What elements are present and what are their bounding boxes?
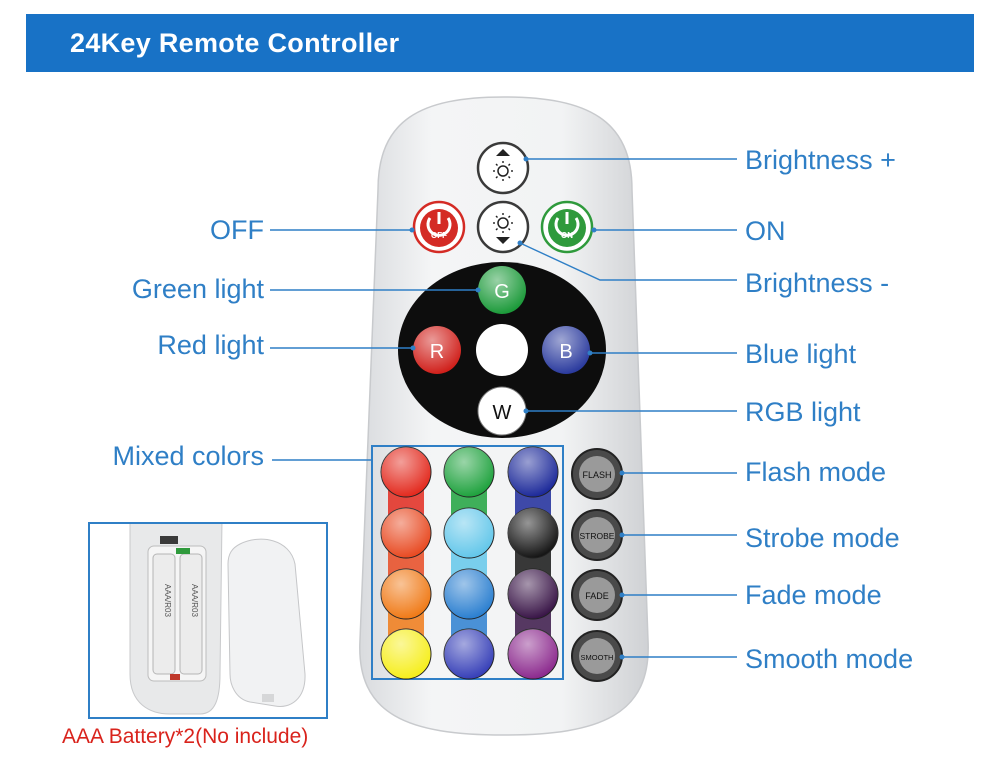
cell-label-2: AAA/R03 — [190, 584, 199, 617]
label-rgb-light: RGB light — [745, 397, 861, 427]
brightness-down-button[interactable] — [476, 200, 530, 254]
label-blue-light: Blue light — [745, 339, 857, 369]
color-grid — [380, 446, 559, 680]
label-green-light: Green light — [131, 274, 264, 304]
color-button[interactable] — [507, 446, 559, 498]
brightness-up-button[interactable] — [476, 141, 530, 195]
color-button[interactable] — [507, 507, 559, 559]
on-button-label: ON — [561, 231, 573, 240]
green-button[interactable]: G — [478, 266, 526, 314]
callout-lines — [270, 158, 737, 658]
on-button[interactable]: ON — [540, 200, 594, 254]
strobe-button[interactable]: STROBE — [571, 509, 623, 561]
off-button-label: OFF — [431, 231, 447, 240]
flash-button[interactable]: FLASH — [571, 448, 623, 500]
white-button[interactable]: W — [477, 386, 527, 436]
label-strobe-mode: Strobe mode — [745, 523, 900, 553]
label-on: ON — [745, 216, 786, 246]
page-title: 24Key Remote Controller — [70, 28, 400, 58]
blue-button[interactable]: B — [542, 326, 590, 374]
white-button-label: W — [493, 402, 512, 424]
center-button[interactable] — [476, 324, 528, 376]
smooth-button[interactable]: SMOOTH — [571, 630, 623, 682]
color-button[interactable] — [443, 568, 495, 620]
color-button[interactable] — [380, 507, 432, 559]
color-button[interactable] — [443, 628, 495, 680]
color-button[interactable] — [443, 507, 495, 559]
label-smooth-mode: Smooth mode — [745, 644, 914, 674]
red-button-label: R — [430, 341, 444, 363]
strobe-button-label: STROBE — [580, 531, 615, 541]
callout-dots — [409, 156, 625, 660]
battery-caption: AAA Battery*2(No include) — [62, 725, 309, 748]
blue-button-label: B — [559, 341, 572, 363]
label-brightness-down: Brightness - — [745, 268, 890, 298]
flash-button-label: FLASH — [582, 470, 611, 480]
color-button[interactable] — [380, 628, 432, 680]
off-button[interactable]: OFF — [412, 200, 466, 254]
smooth-button-label: SMOOTH — [581, 653, 614, 662]
label-red-light: Red light — [157, 330, 264, 360]
label-brightness-up: Brightness + — [745, 145, 896, 175]
color-button[interactable] — [380, 568, 432, 620]
red-button[interactable]: R — [413, 326, 461, 374]
label-mixed-colors: Mixed colors — [112, 441, 264, 471]
label-fade-mode: Fade mode — [745, 580, 882, 610]
label-flash-mode: Flash mode — [745, 457, 887, 487]
color-button[interactable] — [507, 568, 559, 620]
green-button-label: G — [494, 281, 510, 303]
color-button[interactable] — [443, 446, 495, 498]
line-brightness-down — [519, 242, 737, 281]
color-button[interactable] — [507, 628, 559, 680]
battery-inset: AAA/R03 AAA/R03 — [88, 522, 328, 719]
fade-button[interactable]: FADE — [571, 569, 623, 621]
battery-compartment-image: AAA/R03 AAA/R03 — [129, 524, 306, 715]
color-button[interactable] — [380, 446, 432, 498]
header-banner: 24Key Remote Controller — [26, 14, 974, 72]
cell-label-1: AAA/R03 — [163, 584, 172, 617]
fade-button-label: FADE — [585, 591, 609, 601]
label-off: OFF — [210, 215, 264, 245]
